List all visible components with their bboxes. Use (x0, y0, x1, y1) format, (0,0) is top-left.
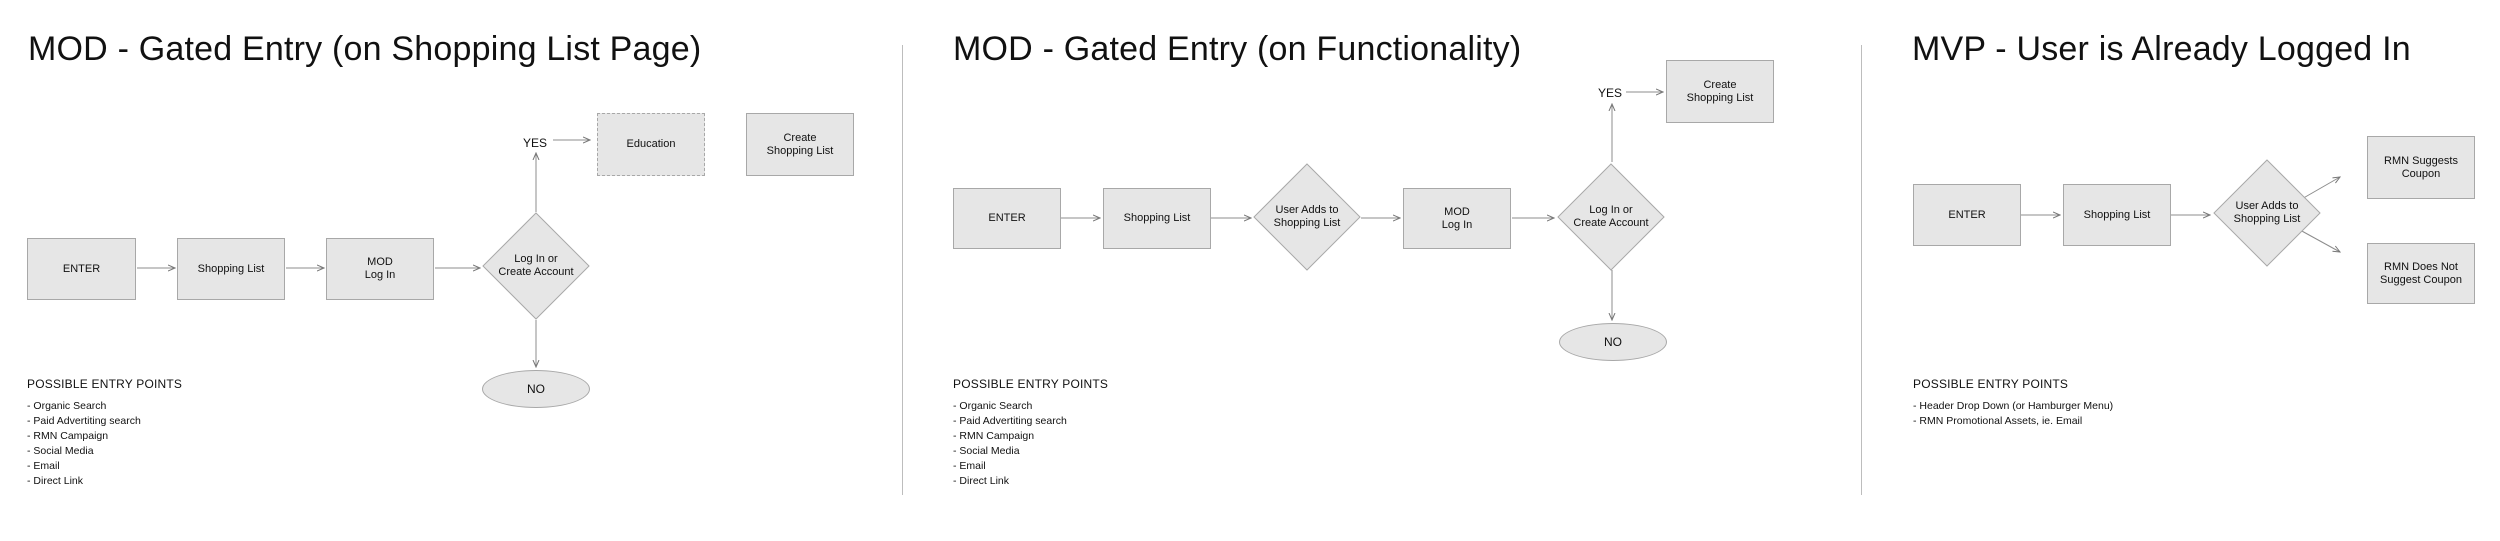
add-to-list-decision-diamond: User Adds to Shopping List (2213, 159, 2321, 267)
list-item: - Paid Advertiting search (27, 415, 141, 427)
list-item: - Social Media (27, 445, 94, 457)
entry-points-list: - Header Drop Down (or Hamburger Menu) -… (1913, 399, 2113, 429)
list-item: - Organic Search (27, 400, 107, 412)
diamond-label: Log In or Create Account (498, 253, 574, 278)
login-decision-diamond: Log In or Create Account (482, 212, 590, 320)
diamond-shape (1253, 163, 1361, 271)
panel-divider (902, 45, 903, 495)
diamond-shape (482, 212, 590, 320)
entry-points-heading: POSSIBLE ENTRY POINTS (1913, 377, 2069, 391)
entry-points-list: - Organic Search - Paid Advertiting sear… (953, 399, 1067, 489)
no-ellipse: NO (1559, 323, 1667, 361)
diamond-shape (1557, 163, 1665, 271)
shopping-list-box: Shopping List (177, 238, 285, 300)
list-item: - Social Media (953, 445, 1020, 457)
diamond-label: Log In or Create Account (1573, 204, 1649, 229)
panel-2-title: MOD - Gated Entry (on Functionality) (953, 30, 1522, 68)
panel-divider (1861, 45, 1862, 495)
education-box: Education (597, 113, 705, 176)
list-item: - Email (953, 460, 986, 472)
panel-1-title: MOD - Gated Entry (on Shopping List Page… (28, 30, 702, 68)
login-decision-diamond: Log In or Create Account (1557, 163, 1665, 271)
list-item: - RMN Promotional Assets, ie. Email (1913, 415, 2083, 427)
enter-box: ENTER (1913, 184, 2021, 246)
create-shopping-list-box: Create Shopping List (746, 113, 854, 176)
enter-box: ENTER (953, 188, 1061, 249)
yes-label: YES (1598, 86, 1623, 100)
mod-login-box: MOD Log In (326, 238, 434, 300)
panel-3-title: MVP - User is Already Logged In (1912, 30, 2411, 68)
yes-label: YES (523, 136, 548, 150)
list-item: - Email (27, 460, 60, 472)
add-to-list-decision-diamond: User Adds to Shopping List (1253, 163, 1361, 271)
list-item: - Header Drop Down (or Hamburger Menu) (1913, 400, 2114, 412)
list-item: - Direct Link (953, 475, 1010, 487)
shopping-list-box: Shopping List (1103, 188, 1211, 249)
no-ellipse: NO (482, 370, 590, 408)
shopping-list-box: Shopping List (2063, 184, 2171, 246)
list-item: - RMN Campaign (27, 430, 109, 442)
entry-points-heading: POSSIBLE ENTRY POINTS (27, 377, 183, 391)
diamond-label: User Adds to Shopping List (2233, 200, 2301, 225)
rmn-not-suggest-coupon-box: RMN Does Not Suggest Coupon (2367, 243, 2475, 304)
list-item: - Organic Search (953, 400, 1033, 412)
create-shopping-list-box: Create Shopping List (1666, 60, 1774, 123)
list-item: - Paid Advertiting search (953, 415, 1067, 427)
entry-points-heading: POSSIBLE ENTRY POINTS (953, 377, 1109, 391)
entry-points-list: - Organic Search - Paid Advertiting sear… (27, 399, 141, 489)
mod-login-box: MOD Log In (1403, 188, 1511, 249)
diamond-label: User Adds to Shopping List (1273, 204, 1341, 229)
list-item: - Direct Link (27, 475, 84, 487)
rmn-suggests-coupon-box: RMN Suggests Coupon (2367, 136, 2475, 199)
diamond-shape (2213, 159, 2321, 267)
enter-box: ENTER (27, 238, 136, 300)
list-item: - RMN Campaign (953, 430, 1035, 442)
